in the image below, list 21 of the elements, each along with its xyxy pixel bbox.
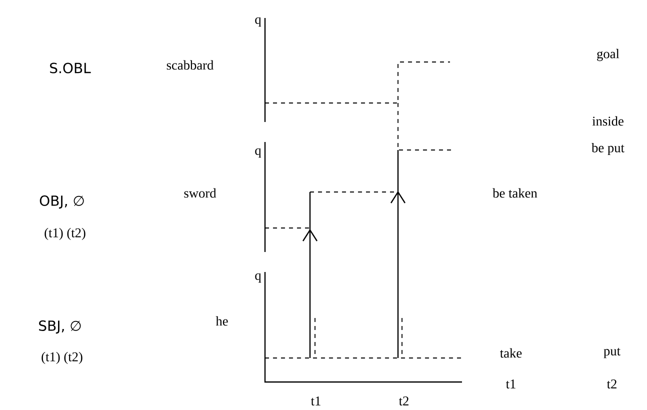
axis-label: q <box>255 273 262 283</box>
axis-label: q <box>255 148 262 158</box>
time-label: t1 <box>310 396 320 406</box>
participant-label: sword <box>184 188 216 198</box>
phase-label: goal <box>597 48 620 62</box>
time-label: t2 <box>606 380 616 388</box>
event-label: put <box>604 348 620 358</box>
participant-label: scabbard <box>166 60 214 70</box>
time-label: (t1) (t2) <box>44 228 86 240</box>
role-label: S.OBL <box>50 62 91 74</box>
role-label: SBJ, ∅ <box>39 320 81 334</box>
event-label: take <box>500 348 522 358</box>
time-label: t2 <box>398 396 408 406</box>
phase-label: inside <box>592 116 624 126</box>
time-label: t1 <box>506 380 516 388</box>
participant-label: he <box>216 316 228 326</box>
role-label: OBJ, ∅ <box>40 195 84 209</box>
phase-label: be put <box>592 142 624 156</box>
phase-label: be taken <box>492 188 538 198</box>
time-label: (t1) (t2) <box>42 352 82 364</box>
axis-label: q <box>255 17 262 27</box>
